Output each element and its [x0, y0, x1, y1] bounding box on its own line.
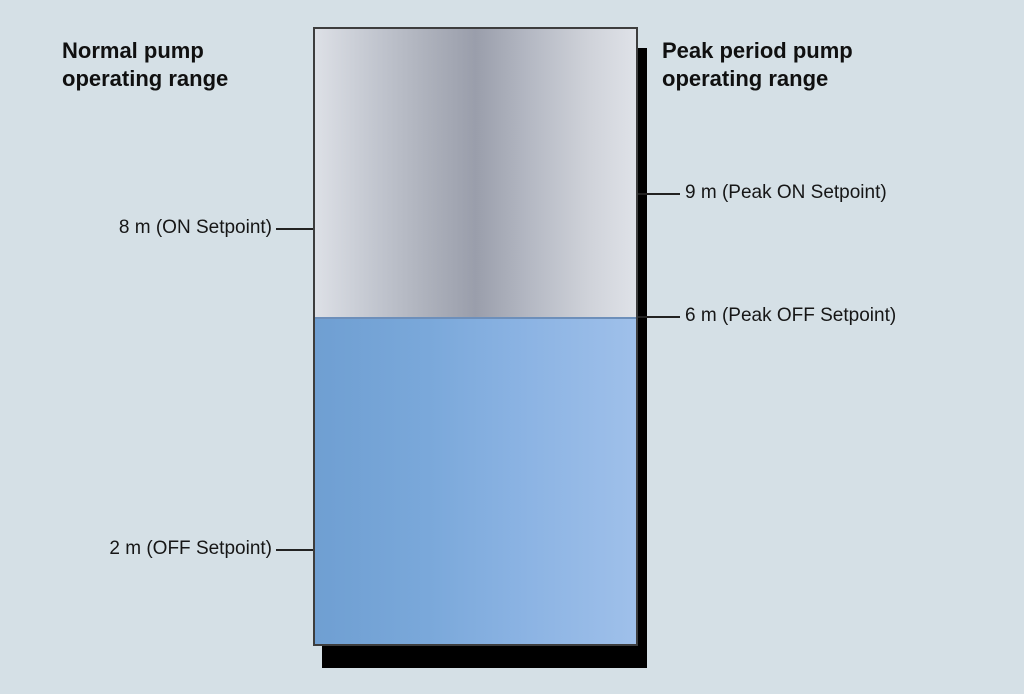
off-setpoint-tick	[276, 549, 313, 551]
normal-range-heading-line1: Normal pump	[62, 38, 204, 63]
tank	[313, 27, 638, 646]
peak-on-setpoint-label: 9 m (Peak ON Setpoint)	[685, 182, 887, 203]
peak-range-heading: Peak period pump operating range	[662, 37, 922, 93]
peak-range-heading-line2: operating range	[662, 66, 829, 91]
tank-water	[315, 319, 636, 644]
peak-off-setpoint-tick	[638, 316, 680, 318]
water-surface	[315, 317, 636, 319]
peak-on-setpoint-tick	[638, 193, 680, 195]
normal-range-heading: Normal pump operating range	[62, 37, 292, 93]
on-setpoint-label: 8 m (ON Setpoint)	[118, 217, 272, 238]
peak-range-heading-line1: Peak period pump	[662, 38, 853, 63]
off-setpoint-label: 2 m (OFF Setpoint)	[109, 538, 272, 559]
normal-range-heading-line2: operating range	[62, 66, 229, 91]
on-setpoint-tick	[276, 228, 313, 230]
tank-empty-space	[315, 29, 636, 318]
peak-off-setpoint-label: 6 m (Peak OFF Setpoint)	[685, 305, 897, 326]
